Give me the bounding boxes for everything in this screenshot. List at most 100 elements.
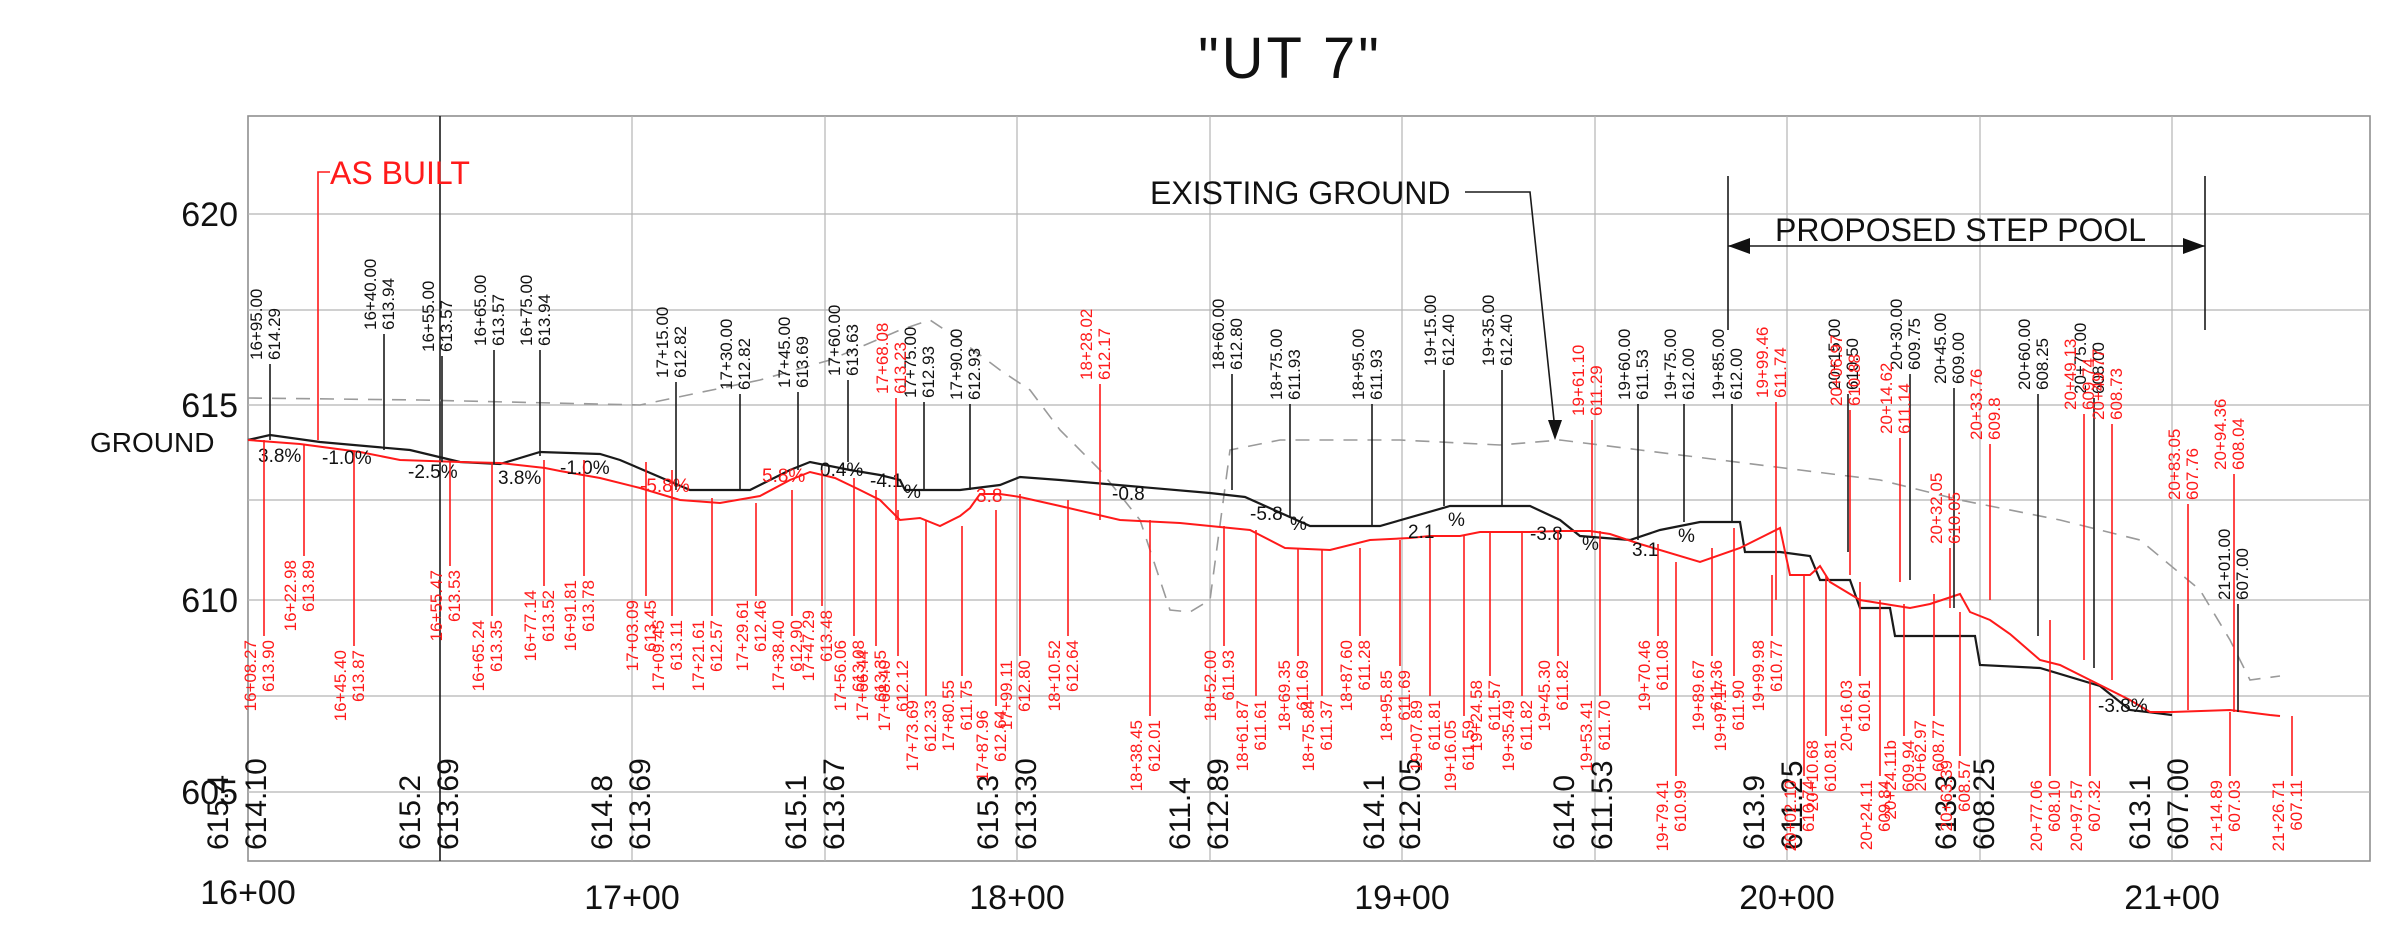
elevation-label: 611.14 — [1895, 383, 1914, 434]
station-label: 20+45.00 — [1931, 313, 1950, 384]
station-label: 16+65.24 — [469, 620, 488, 691]
station-label: 16+75.00 — [517, 275, 536, 346]
station-label: 16+55.47 — [427, 570, 446, 641]
station-label: 20+49.77 — [2089, 349, 2108, 420]
station-label: 20+14.62 — [1877, 363, 1896, 434]
station-label: 18+69.35 — [1275, 660, 1294, 731]
existing-ground-leader — [1465, 191, 1556, 431]
bottom-elevation-label: 614.8 — [586, 775, 619, 850]
station-label: 19+85.00 — [1709, 329, 1728, 400]
elevation-label: 613.23 — [891, 342, 910, 394]
elevation-label: 610.99 — [1671, 780, 1690, 832]
station-label: 17+87.96 — [973, 710, 992, 781]
existing-ground-note: EXISTING GROUND — [1150, 175, 1562, 440]
elevation-label: 612.40 — [1439, 314, 1458, 366]
elevation-label: 612.82 — [671, 326, 690, 378]
station-label: 21+26.71 — [2269, 780, 2288, 851]
elevation-label: 613.53 — [445, 570, 464, 622]
bottom-elevation-label: 611.53 — [1586, 760, 1619, 850]
station-label: 17+68.40 — [875, 660, 894, 731]
station-label: 18+38.45 — [1127, 720, 1146, 791]
station-label: 19+35.49 — [1499, 700, 1518, 771]
station-label: 21+01.00 — [2215, 529, 2234, 600]
elevation-label: 609.8 — [1985, 397, 2004, 440]
station-label: 17+03.09 — [623, 600, 642, 671]
elevation-label: 608.00 — [2089, 342, 2108, 394]
station-label: 17+66.44 — [853, 650, 872, 721]
y-tick-label: 620 — [181, 196, 238, 234]
elevation-label: 612.33 — [921, 700, 940, 752]
y-tick-label: 610 — [181, 582, 238, 620]
station-label: 17+47.29 — [799, 610, 818, 681]
x-tick-label: 16+00 — [200, 874, 296, 912]
bottom-elevation-label: 613.3 — [1930, 775, 1963, 850]
slope-label: % — [904, 482, 921, 503]
station-label: 19+45.30 — [1535, 660, 1554, 731]
elevation-label: 611.29 — [1587, 365, 1606, 416]
elevation-label: 611.08 — [1653, 640, 1672, 691]
elevation-label: 613.89 — [299, 560, 318, 612]
elevation-label: 611.82 — [1553, 660, 1572, 711]
elevation-label: 612.64 — [991, 710, 1010, 762]
proposed-profile-line — [247, 433, 2173, 717]
elevation-label: 610.05 — [1945, 492, 1964, 544]
elevation-label: 613.08 — [849, 640, 868, 692]
proposed-step-pool-label: PROPOSED STEP POOL — [1775, 212, 2146, 248]
elevation-label: 608.73 — [2107, 368, 2126, 420]
elevation-label: 608.57 — [1955, 760, 1974, 812]
elevation-label: 610.88 — [1845, 354, 1864, 406]
slope-label: -2.5% — [408, 462, 458, 483]
bottom-elevation-label: 614.0 — [1548, 775, 1581, 850]
elevation-label: 611.93 — [1219, 650, 1238, 701]
station-label: 20+60.00 — [2015, 319, 2034, 390]
elevation-label: 611.59 — [1459, 720, 1478, 771]
slope-label: 2.1 — [1408, 522, 1434, 543]
station-label: 20+16.03 — [1837, 680, 1856, 751]
elevation-label: 608.10 — [2045, 780, 2064, 832]
ground-label: GROUND — [90, 427, 214, 458]
elevation-label: 613.48 — [817, 610, 836, 662]
elevation-label: 610.74 — [1799, 780, 1818, 832]
station-label: 19+79.41 — [1653, 780, 1672, 851]
station-label: 19+99.98 — [1749, 640, 1768, 711]
bottom-elevation-label: 615.1 — [780, 775, 813, 850]
elevation-label: 607.76 — [2183, 448, 2202, 500]
station-label: 19+89.67 — [1689, 660, 1708, 731]
elevation-label: 609.94 — [1899, 740, 1918, 792]
drawing-title: "UT 7" — [1198, 26, 1382, 91]
elevation-label: 614.29 — [265, 308, 284, 360]
station-label: 17+73.69 — [903, 700, 922, 771]
station-label: 16+22.98 — [281, 560, 300, 631]
station-label: 20+83.05 — [2165, 429, 2184, 500]
station-label: 17+21.61 — [689, 620, 708, 691]
elevation-label: 611.90 — [1729, 680, 1748, 731]
